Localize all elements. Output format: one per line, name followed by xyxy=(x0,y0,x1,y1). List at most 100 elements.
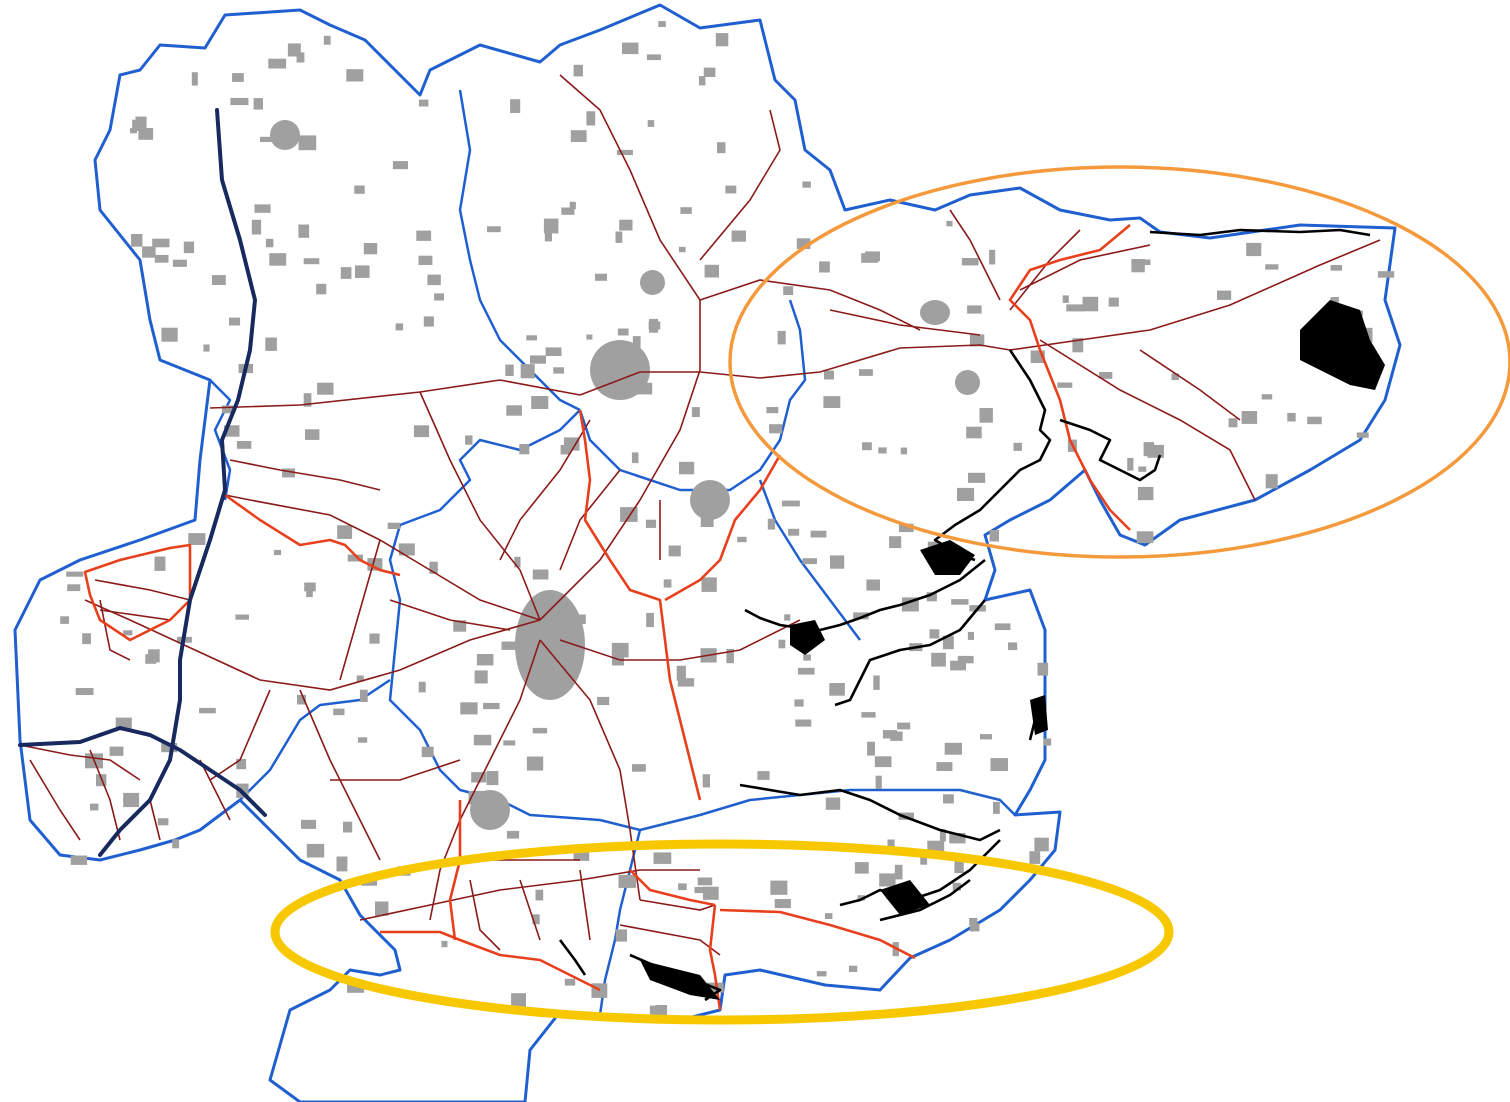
settlement xyxy=(486,771,499,786)
settlement xyxy=(375,901,389,916)
settlement xyxy=(333,708,345,716)
settlement xyxy=(990,758,1008,771)
minor-road xyxy=(299,689,381,861)
settlement xyxy=(668,545,681,557)
settlement xyxy=(879,873,896,887)
settlement xyxy=(269,253,287,266)
settlement xyxy=(595,273,607,281)
settlement xyxy=(316,283,327,295)
minor-road xyxy=(539,74,701,621)
main-road xyxy=(664,454,782,602)
settlement xyxy=(203,344,210,352)
settlement xyxy=(1330,297,1339,303)
town xyxy=(590,340,650,400)
settlement xyxy=(1287,412,1296,422)
settlement xyxy=(369,633,380,644)
settlement xyxy=(1143,442,1155,457)
minor-road xyxy=(559,619,801,661)
settlement xyxy=(429,561,438,574)
settlement xyxy=(1136,531,1154,544)
main-road xyxy=(448,800,462,941)
hamford-water xyxy=(1300,300,1385,390)
settlement xyxy=(946,220,953,227)
settlement xyxy=(967,631,974,640)
settlement xyxy=(874,756,892,768)
settlement xyxy=(434,293,444,301)
settlement xyxy=(253,98,263,110)
settlement xyxy=(931,652,946,667)
settlement xyxy=(251,219,262,235)
minor-road xyxy=(339,539,381,681)
settlement xyxy=(465,435,473,445)
settlement xyxy=(967,305,982,314)
settlement xyxy=(346,69,364,82)
settlement xyxy=(873,675,880,690)
motorway xyxy=(18,108,267,857)
settlement xyxy=(1062,295,1069,303)
minor-road xyxy=(330,759,461,781)
settlement xyxy=(511,993,526,1008)
district-boundaries xyxy=(13,3,1402,1102)
settlement xyxy=(423,316,434,327)
settlement xyxy=(969,923,980,932)
settlement xyxy=(235,614,249,620)
settlement xyxy=(1013,442,1022,451)
minor-road xyxy=(559,469,621,571)
minor-road xyxy=(94,579,191,601)
settlement xyxy=(648,321,661,330)
settlement xyxy=(337,525,353,539)
settlement xyxy=(936,762,953,771)
settlement xyxy=(416,230,432,241)
settlement xyxy=(1099,372,1113,379)
settlement xyxy=(862,442,872,451)
settlement xyxy=(123,630,133,636)
main-roads xyxy=(83,224,1131,1011)
settlement xyxy=(646,54,661,61)
settlement xyxy=(395,323,404,331)
settlement xyxy=(363,243,378,255)
settlement xyxy=(691,407,700,418)
settlement xyxy=(694,886,709,894)
settlement xyxy=(340,267,352,279)
settlement xyxy=(957,655,974,664)
settlement xyxy=(1261,394,1273,400)
minor-road xyxy=(89,749,121,841)
settlement xyxy=(418,681,426,693)
settlement xyxy=(717,142,726,154)
settlement xyxy=(994,623,1011,631)
settlement xyxy=(829,683,845,696)
settlement xyxy=(961,258,979,266)
settlement xyxy=(172,259,187,267)
settlement xyxy=(951,599,969,605)
settlement xyxy=(336,856,348,872)
town xyxy=(640,270,665,295)
settlement xyxy=(824,913,833,919)
settlement xyxy=(304,582,316,592)
district-boundary xyxy=(758,479,861,641)
settlement xyxy=(476,654,494,666)
settlement xyxy=(123,792,140,808)
settlement xyxy=(135,116,147,131)
minor-road xyxy=(209,689,271,781)
settlement xyxy=(676,665,686,681)
settlement xyxy=(427,274,441,286)
settlement xyxy=(131,234,143,247)
settlement xyxy=(794,699,804,707)
settlement xyxy=(90,803,99,811)
settlement xyxy=(950,660,966,671)
settlement xyxy=(355,265,370,278)
minor-road xyxy=(1009,239,1381,351)
settlement xyxy=(703,67,716,77)
settlement xyxy=(535,889,544,901)
settlement xyxy=(616,149,633,156)
settlement xyxy=(1265,264,1279,270)
settlement xyxy=(929,629,940,639)
settlement xyxy=(60,616,69,624)
settlement xyxy=(774,899,791,909)
settlement xyxy=(944,742,962,755)
settlement xyxy=(966,426,982,439)
settlement xyxy=(646,612,654,628)
settlement xyxy=(942,635,954,650)
motorway-m25 xyxy=(18,726,267,817)
settlement xyxy=(824,370,834,380)
